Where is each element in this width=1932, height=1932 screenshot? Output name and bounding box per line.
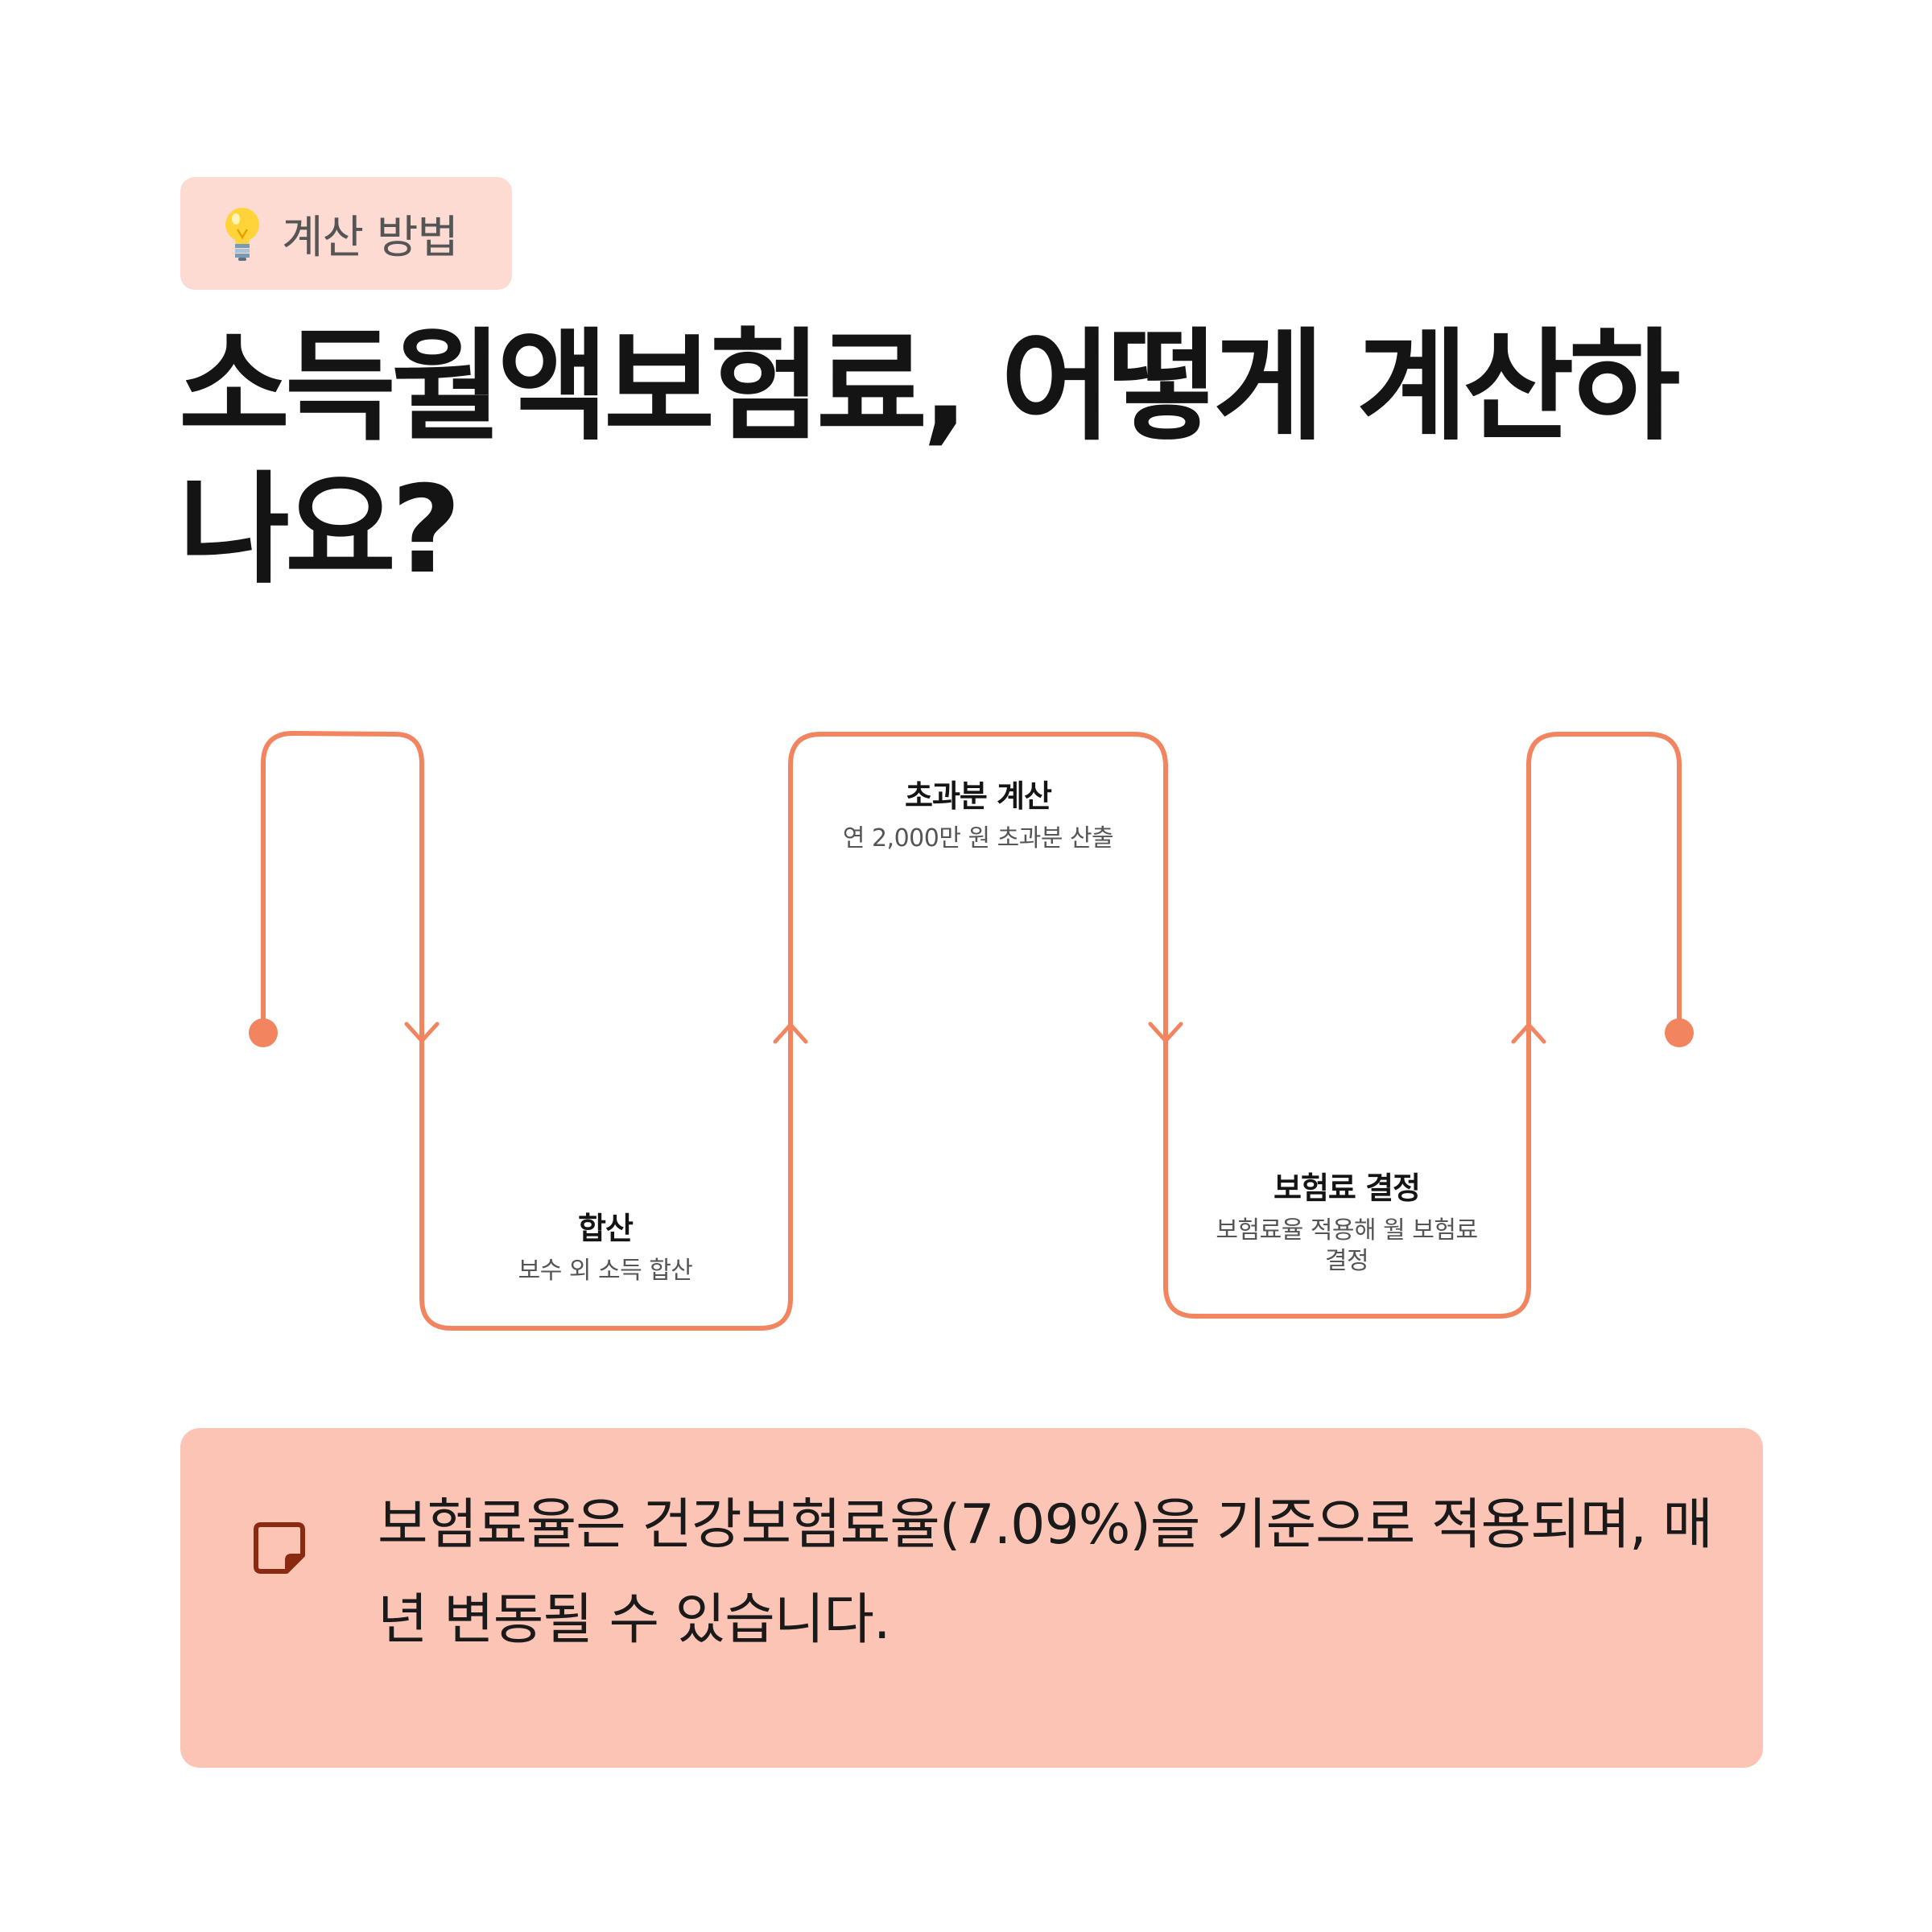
step-title-sum: 합산 [578, 1211, 634, 1246]
note-text: 보험료율은 건강보험료율(7.09%)을 기준으로 적용되며, 매년 변동될 수… [378, 1493, 1713, 1652]
arrow-up-icon [773, 1022, 808, 1044]
step-title-excess: 초과분 계산 [904, 778, 1052, 814]
page-title: 소득월액보험료, 어떻게 계산하나요? [179, 317, 1680, 601]
end-dot [1665, 1018, 1694, 1047]
arrow-up-icon [1511, 1022, 1546, 1044]
note-box: 보험료율은 건강보험료율(7.09%)을 기준으로 적용되며, 매년 변동될 수… [180, 1428, 1763, 1768]
sticky-note-icon [254, 1522, 305, 1574]
step-title-premium: 보험료 결정 [1273, 1170, 1421, 1206]
tag-label: 계산 방법 [282, 211, 459, 264]
step-desc-premium: 보험료율 적용해 월 보험료 결정 [1216, 1216, 1478, 1275]
arrow-down-icon [1148, 1022, 1183, 1043]
arrow-down-icon [404, 1022, 440, 1043]
flow-path [261, 731, 1682, 1331]
step-desc-excess: 연 2,000만 원 초과분 산출 [842, 824, 1114, 852]
step-desc-sum: 보수 외 소득 합산 [518, 1257, 693, 1285]
category-tag: 계산 방법 [180, 177, 512, 290]
lightbulb-icon [225, 208, 259, 261]
start-dot [249, 1018, 278, 1047]
